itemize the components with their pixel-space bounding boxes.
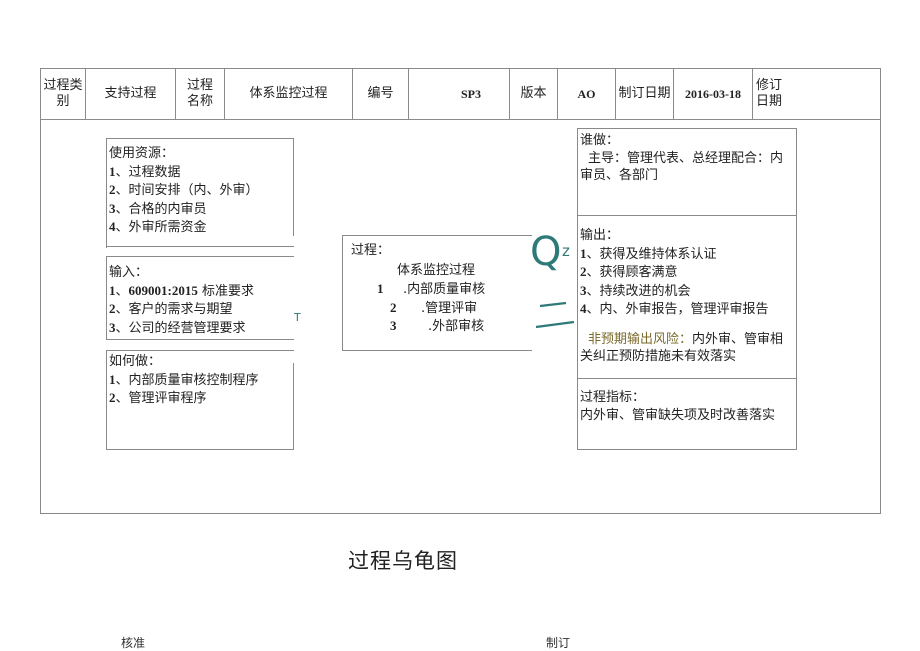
risk-label: 非预期输出风险：: [588, 331, 693, 347]
indicators-box: 过程指标： 内外审、管审缺失项及时改善落实: [577, 378, 797, 450]
process-title: 过程：: [351, 243, 391, 258]
process-item: 1.内部质量审核: [377, 281, 486, 297]
approve-label: 核准: [121, 636, 146, 650]
created-label: 制订日期: [616, 69, 674, 119]
outputs-item: 4、内、外审报告，管理评审报告: [580, 301, 769, 317]
double-stroke-mark: [535, 301, 575, 329]
outputs-box: 输出： 1、获得及维持体系认证 2、获得顾客满意 3、持续改进的机会 4、内、外…: [577, 215, 797, 379]
how-title: 如何做：: [109, 354, 162, 369]
indicators-text: 内外审、管审缺失项及时改善落实: [580, 407, 776, 423]
version-value: AO: [558, 69, 616, 119]
revised-label: 修订日期: [756, 78, 783, 109]
created-value: 2016-03-18: [674, 69, 753, 119]
process-box: 过程： 体系监控过程 1.内部质量审核 2.管理评审 3.外部审核: [342, 235, 532, 351]
header-table: 过程类别 支持过程 过程名称 体系监控过程 编号 SP3 版本 AO 制订日期 …: [40, 68, 881, 120]
inputs-item: 1、609001:2015 标准要求: [109, 282, 255, 299]
inputs-box: 输入： 1、609001:2015 标准要求 2、客户的需求与期望 3、公司的经…: [106, 256, 294, 340]
q-mark: Q: [530, 229, 562, 275]
who-line-2: 审员、各部门: [580, 168, 659, 183]
outputs-title: 输出：: [580, 228, 620, 243]
category-label: 过程类别: [41, 69, 86, 119]
inputs-item: 3、公司的经营管理要求: [109, 319, 246, 336]
who-box: 谁做： 主导：管理代表、总经理配合：内 审员、各部门: [577, 128, 797, 216]
how-item: 1、内部质量审核控制程序: [109, 371, 259, 388]
resources-box: 使用资源： 1、过程数据 2、时间安排（内、外审） 3、合格的内审员 4、外审所…: [106, 138, 294, 248]
resources-right-border: [293, 138, 294, 236]
code-label: 编号: [353, 69, 409, 119]
resources-item: 4、外审所需资金: [109, 219, 207, 235]
category-value: 支持过程: [86, 69, 176, 119]
how-box: 如何做： 1、内部质量审核控制程序 2、管理评审程序: [106, 350, 294, 450]
resources-title: 使用资源：: [109, 146, 175, 161]
name-value: 体系监控过程: [225, 69, 353, 119]
name-label: 过程名称: [176, 69, 225, 119]
process-item: 2.管理评审: [390, 299, 478, 316]
who-title: 谁做：: [580, 133, 620, 148]
process-item: 3.外部审核: [390, 318, 485, 334]
resources-item: 1、过程数据: [109, 163, 181, 180]
z-mark: z: [562, 242, 570, 260]
resources-item: 2、时间安排（内、外审）: [109, 182, 259, 198]
version-label: 版本: [510, 69, 558, 119]
code-value: SP3: [409, 69, 510, 119]
outputs-item: 3、持续改进的机会: [580, 282, 691, 299]
inputs-title: 输入：: [109, 265, 149, 280]
resources-item: 3、合格的内审员: [109, 200, 207, 217]
outputs-item: 1、获得及维持体系认证: [580, 245, 717, 262]
resources-bottom-border: [106, 246, 294, 247]
who-line-1: 主导：管理代表、总经理配合：内: [588, 150, 784, 166]
revised-label-cell: 修订日期: [753, 69, 880, 119]
diagram-title: 过程乌龟图: [348, 549, 458, 573]
turtle-frame: [40, 119, 881, 514]
prepare-label: 制订: [546, 636, 571, 650]
how-right-border: [293, 363, 294, 450]
inputs-item: 2、客户的需求与期望: [109, 301, 233, 317]
inputs-bottom-border: [106, 339, 294, 340]
how-item: 2、管理评审程序: [109, 390, 207, 406]
risk-line-1: 非预期输出风险：内外审、管审相: [588, 331, 784, 347]
indicators-title: 过程指标：: [580, 390, 646, 405]
process-name: 体系监控过程: [397, 262, 476, 278]
outputs-item: 2、获得顾客满意: [580, 264, 678, 280]
risk-line-2: 关纠正预防措施未有效落实: [580, 349, 737, 364]
t-mark: T: [294, 311, 301, 324]
